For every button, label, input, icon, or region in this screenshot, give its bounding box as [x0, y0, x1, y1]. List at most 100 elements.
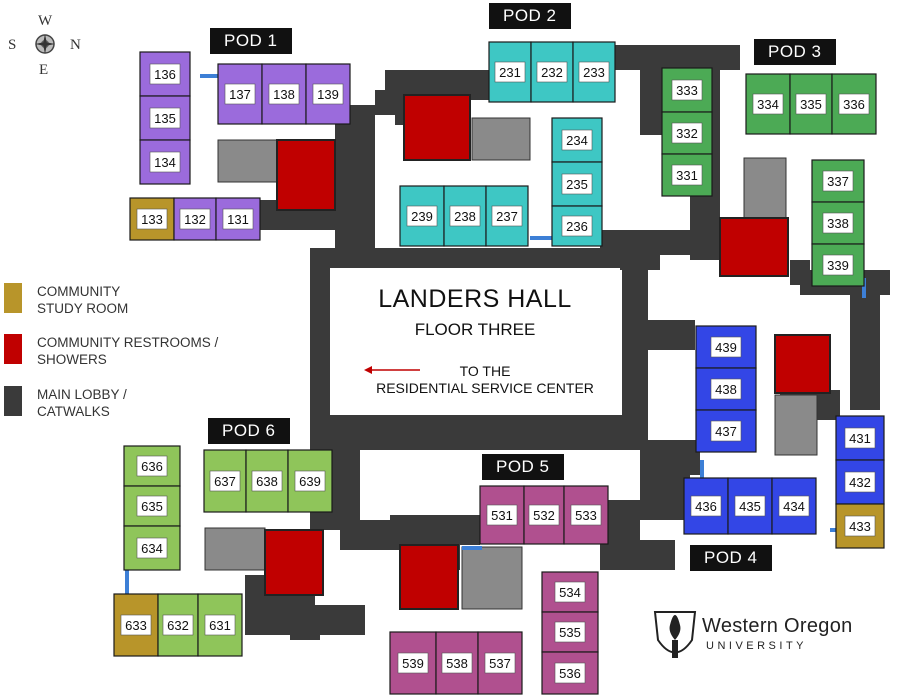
legend-swatches	[4, 283, 22, 416]
room-tag-334	[752, 93, 784, 115]
legend-lobby: MAIN LOBBY / CATWALKS	[37, 386, 127, 420]
room-number-631: 631	[209, 618, 231, 633]
legend-study-line-1: COMMUNITY	[37, 284, 121, 299]
pod-2-label: POD 2	[489, 3, 571, 29]
connector-walkway	[200, 74, 220, 78]
room-tag-131	[222, 208, 254, 230]
room-tag-533	[570, 504, 602, 526]
room-number-332: 332	[676, 126, 698, 141]
room-number-339: 339	[827, 258, 849, 273]
room-tag-134	[149, 151, 181, 173]
room-number-135: 135	[154, 111, 176, 126]
room-number-232: 232	[541, 65, 563, 80]
room-number-439: 439	[715, 340, 737, 355]
catwalk-segment	[640, 470, 690, 520]
catwalk-segment	[850, 290, 880, 410]
legend-restrooms: COMMUNITY RESTROOMS / SHOWERS	[37, 334, 218, 368]
room-tag-337	[822, 170, 854, 192]
room-134	[139, 139, 191, 185]
restroom	[264, 529, 324, 596]
room-number-633: 633	[125, 618, 147, 633]
lounge-block	[204, 527, 266, 571]
logo-torch-handle	[672, 640, 678, 658]
room-tag-633	[120, 614, 152, 636]
pod-3-label: POD 3	[754, 39, 836, 65]
room-number-435: 435	[739, 499, 761, 514]
room-tag-137	[224, 83, 256, 105]
room-tag-632	[162, 614, 194, 636]
lounge-block	[774, 394, 818, 456]
room-number-432: 432	[849, 475, 871, 490]
catwalk-segment	[600, 540, 675, 570]
room-tag-436	[690, 495, 722, 517]
legend-study-line-2: STUDY ROOM	[37, 301, 129, 316]
room-number-133: 133	[141, 212, 163, 227]
room-tag-539	[397, 652, 429, 674]
room-number-634: 634	[141, 541, 163, 556]
room-number-235: 235	[566, 177, 588, 192]
room-tag-232	[536, 61, 568, 83]
room-number-433: 433	[849, 519, 871, 534]
room-tag-235	[561, 173, 593, 195]
room-tag-231	[494, 61, 526, 83]
room-tag-135	[149, 107, 181, 129]
room-tag-639	[294, 470, 326, 492]
catwalk-segment	[335, 200, 365, 250]
room-tag-238	[449, 205, 481, 227]
connector-walkway	[862, 278, 866, 298]
compass-east: E	[39, 62, 49, 78]
room-number-334: 334	[757, 97, 779, 112]
map-subtitle: FLOOR THREE	[414, 320, 536, 339]
legend-lobby-line-1: MAIN LOBBY /	[37, 387, 127, 402]
room-number-238: 238	[454, 209, 476, 224]
room-tag-234	[561, 129, 593, 151]
room-tag-132	[179, 208, 211, 230]
room-number-536: 536	[559, 666, 581, 681]
room-number-635: 635	[141, 499, 163, 514]
room-number-534: 534	[559, 585, 581, 600]
compass-west: W	[38, 13, 53, 29]
room-tag-534	[554, 581, 586, 603]
room-number-532: 532	[533, 508, 555, 523]
catwalk-segment	[640, 440, 700, 475]
room-number-136: 136	[154, 67, 176, 82]
room-tag-433	[844, 515, 876, 537]
room-tag-431	[844, 427, 876, 449]
direction-line-1: TO THE	[459, 363, 511, 379]
compass-rose-icon	[35, 34, 55, 54]
connector-walkway	[830, 528, 840, 532]
room-333	[661, 67, 713, 113]
pod-6-label: POD 6	[208, 418, 290, 444]
room-number-431: 431	[849, 431, 871, 446]
restrooms-and-fixtures	[125, 74, 866, 610]
room-number-632: 632	[167, 618, 189, 633]
room-tag-531	[486, 504, 518, 526]
room-number-234: 234	[566, 133, 588, 148]
room-number-538: 538	[446, 656, 468, 671]
room-number-539: 539	[402, 656, 424, 671]
room-tag-332	[671, 122, 703, 144]
catwalk-segment	[620, 240, 660, 270]
university-subtitle: UNIVERSITY	[706, 640, 808, 652]
logo-flame	[669, 615, 681, 640]
direction-line-2: RESIDENTIAL SERVICE CENTER	[376, 380, 594, 396]
compass-points	[35, 34, 55, 54]
room-tag-535	[554, 621, 586, 643]
room-number-134: 134	[154, 155, 176, 170]
room-tag-336	[838, 93, 870, 115]
connector-walkway	[462, 546, 482, 550]
legend-swatch-study	[4, 283, 22, 313]
lounge-block	[471, 117, 531, 161]
pod-1-label: POD 1	[210, 28, 292, 54]
legend-study-room: COMMUNITY STUDY ROOM	[37, 283, 128, 317]
room-number-535: 535	[559, 625, 581, 640]
room-number-132: 132	[184, 212, 206, 227]
room-tag-239	[406, 205, 438, 227]
room-number-231: 231	[499, 65, 521, 80]
room-tag-635	[136, 495, 168, 517]
room-tag-133	[136, 208, 168, 230]
room-number-533: 533	[575, 508, 597, 523]
room-number-636: 636	[141, 459, 163, 474]
room-tag-631	[204, 614, 236, 636]
room-number-638: 638	[256, 474, 278, 489]
